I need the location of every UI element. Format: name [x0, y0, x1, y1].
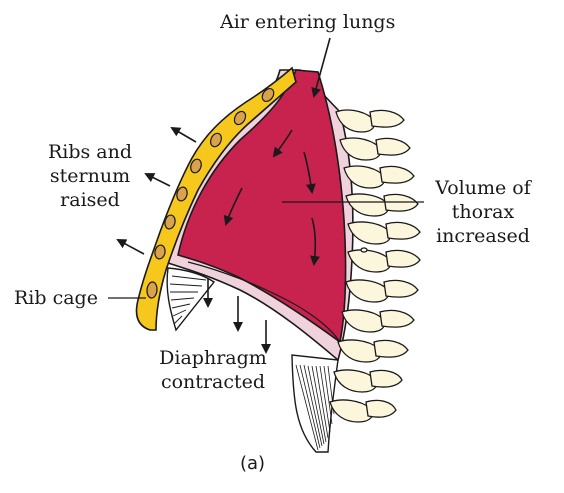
sternum-rib-band — [135, 66, 297, 331]
rib-holes — [146, 87, 275, 299]
volume-label-line-1: Volume of — [435, 177, 531, 199]
inner-pleura-line — [187, 261, 341, 343]
diaphragm-label-line-2: contracted — [160, 371, 266, 393]
label-ribs-sternum-raised: Ribs and sternum raised — [30, 140, 150, 212]
leader-lines — [108, 201, 424, 299]
airflow-arrows — [223, 37, 331, 266]
label-rib-cage: Rib cage — [14, 286, 98, 310]
diaphragm-fibers — [291, 354, 339, 453]
lung — [177, 69, 347, 344]
ribs-label-line-3: raised — [60, 189, 120, 211]
rib-cage-text: Rib cage — [14, 287, 98, 309]
air-entering-lungs-text: Air entering lungs — [220, 11, 396, 33]
label-air-entering-lungs: Air entering lungs — [220, 10, 395, 34]
ribs-raised-arrows — [116, 126, 197, 255]
label-volume-thorax-increased: Volume of thorax increased — [418, 176, 548, 248]
ribs-label-line-2: sternum — [49, 165, 131, 187]
diaphragm-down-arrows — [203, 278, 271, 354]
vertebral-column — [329, 109, 421, 423]
figure-caption: (a) — [240, 452, 265, 476]
volume-label-line-2: thorax — [451, 201, 515, 223]
label-diaphragm-contracted: Diaphragm contracted — [128, 346, 298, 394]
caption-text: (a) — [240, 453, 266, 474]
ribs-label-line-1: Ribs and — [47, 141, 133, 163]
diaphragm-label-line-1: Diaphragm — [159, 347, 267, 369]
front-diaphragm-hatching — [166, 267, 216, 332]
volume-label-line-3: increased — [436, 225, 530, 247]
